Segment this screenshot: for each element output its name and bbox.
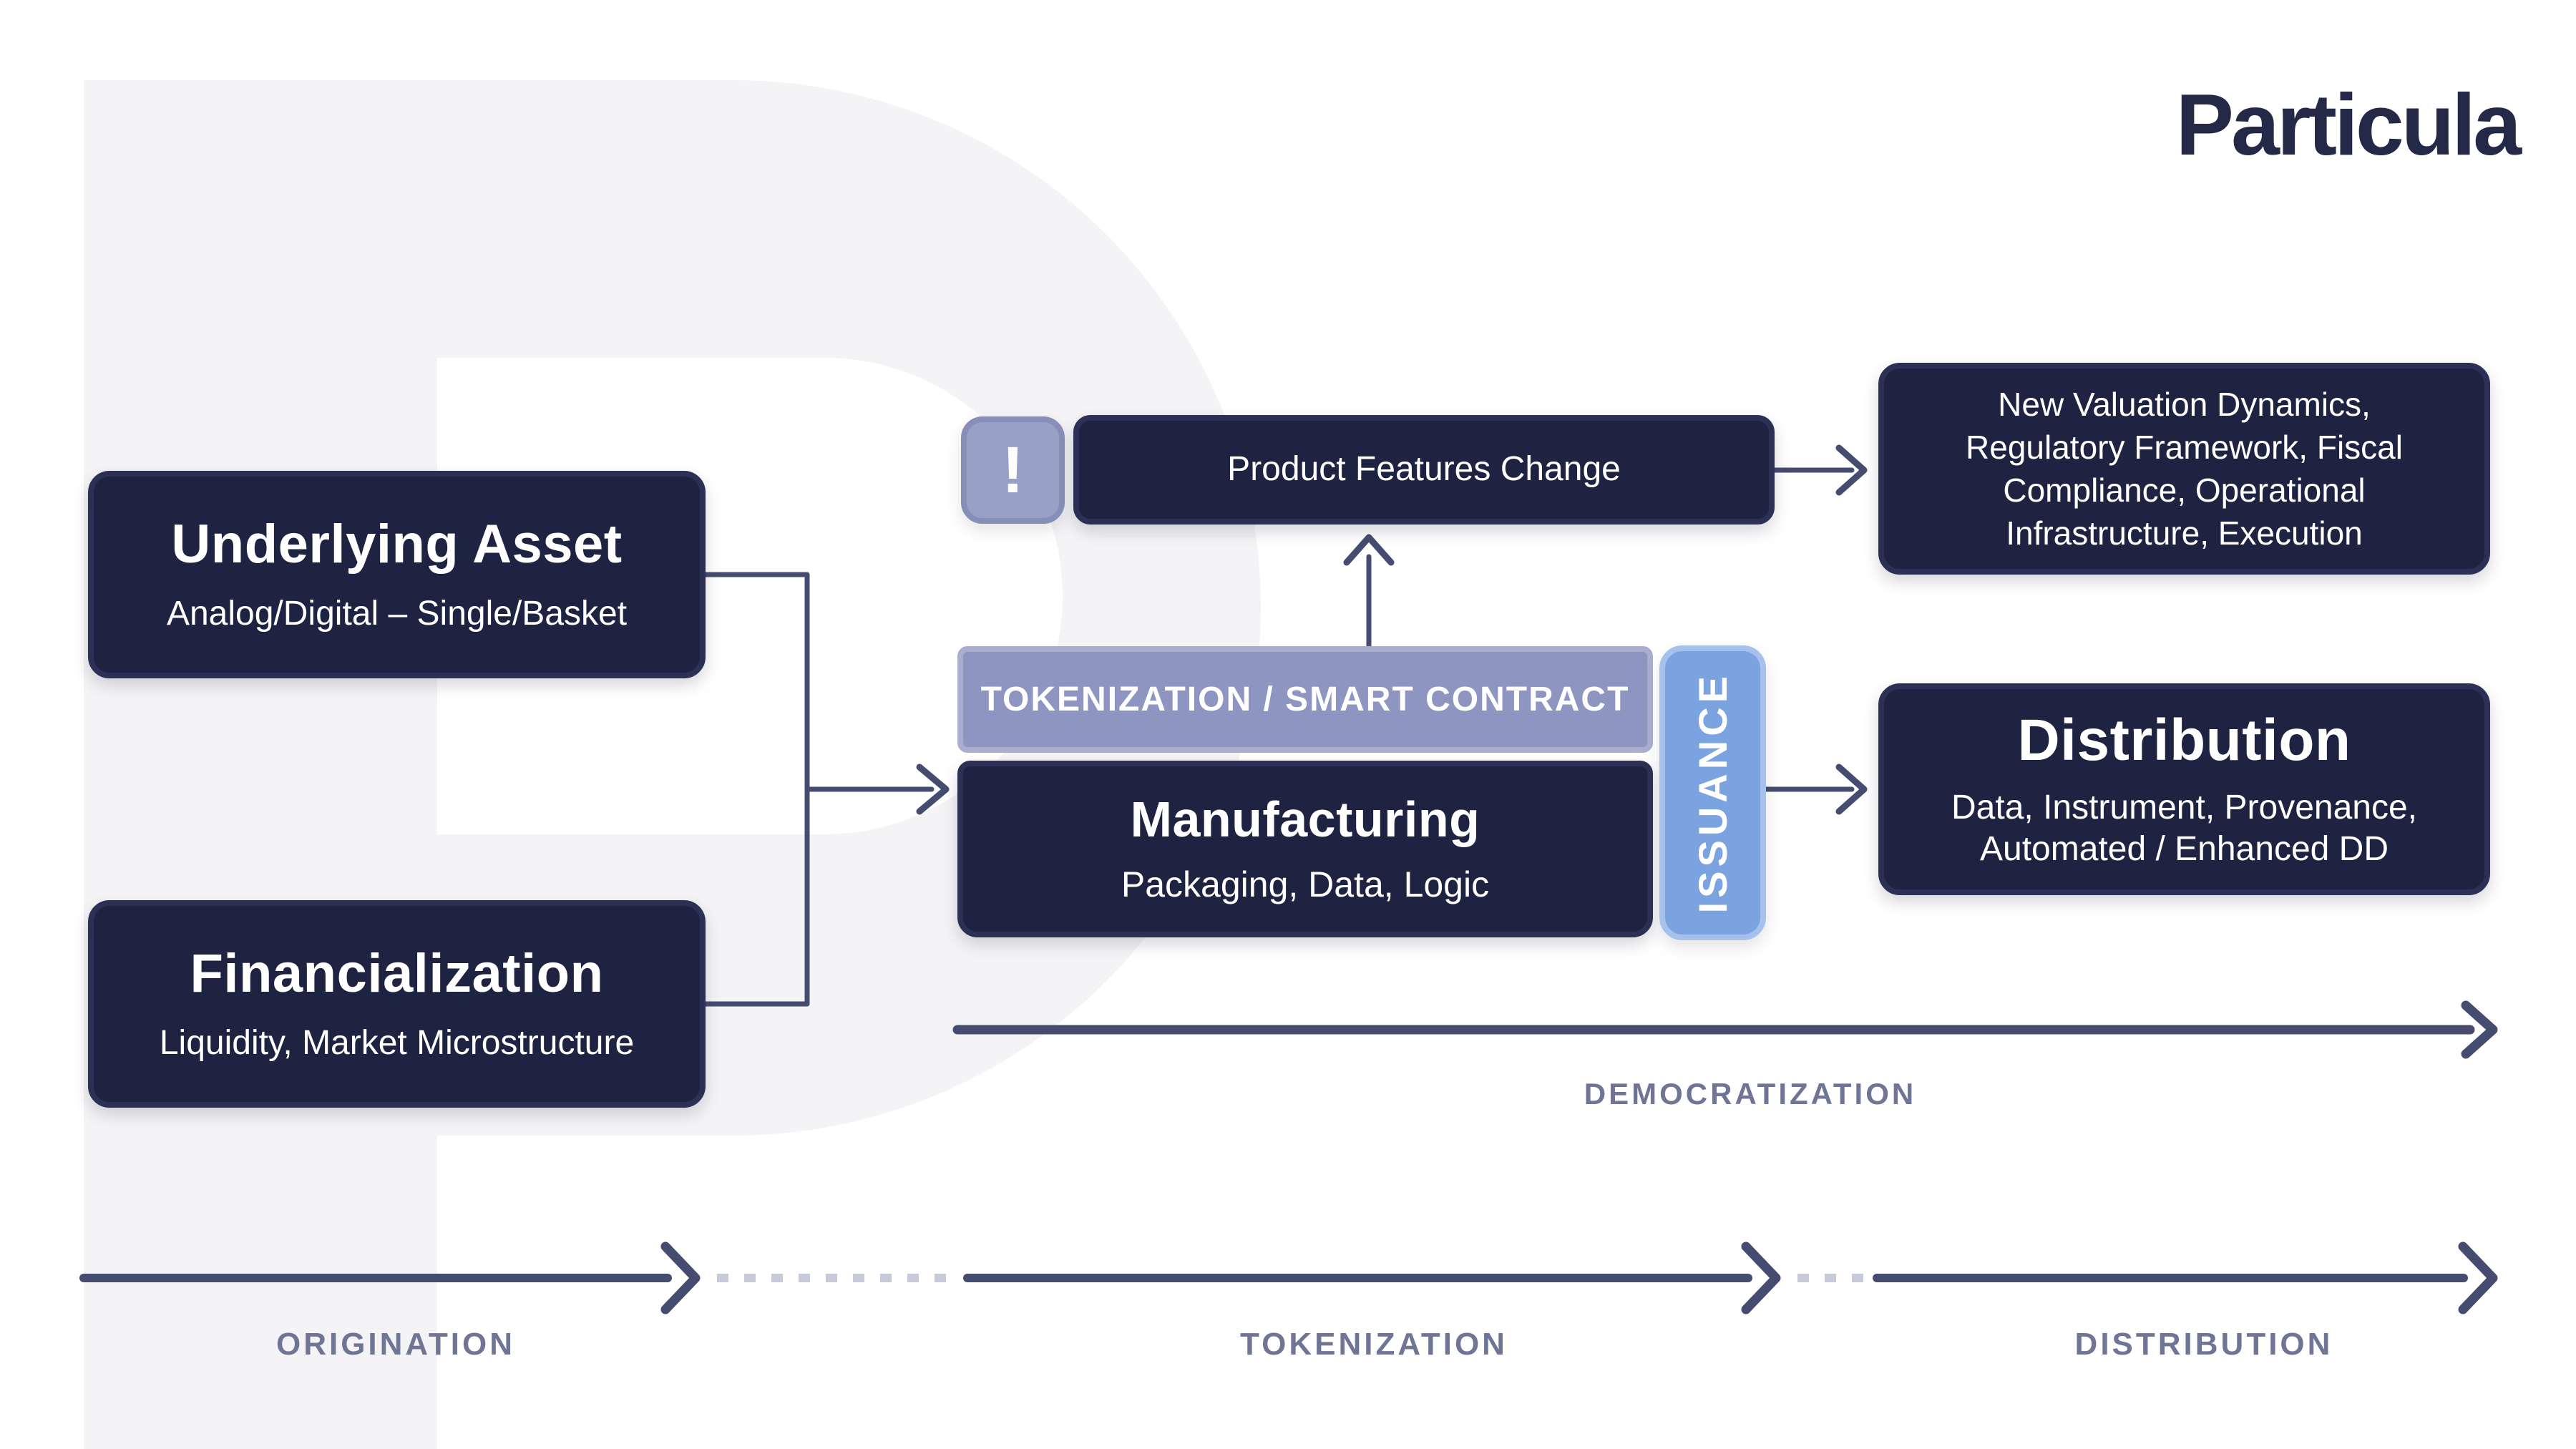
distribution-box: Distribution Data, Instrument, Provenanc…	[1878, 683, 2490, 895]
to-manufacturing-arrowhead-icon	[916, 763, 950, 815]
product-features-change-label: Product Features Change	[1227, 450, 1621, 489]
merge-connector-line	[703, 572, 810, 1007]
manufacturing-box: Manufacturing Packaging, Data, Logic	[957, 761, 1653, 937]
democratization-label: DEMOCRATIZATION	[1584, 1077, 1917, 1111]
underlying-asset-box: Underlying Asset Analog/Digital – Single…	[88, 471, 706, 678]
distribution-subtitle-line: Data, Instrument, Provenance,	[1951, 789, 2417, 827]
manufacturing-title: Manufacturing	[1130, 791, 1480, 847]
tokenization-label: TOKENIZATION	[1240, 1327, 1508, 1362]
new-valuation-line: Regulatory Framework, Fiscal	[1966, 429, 2403, 466]
background-letter-p-stem	[84, 1131, 437, 1449]
new-valuation-line: New Valuation Dynamics,	[1998, 386, 2371, 423]
timeline-tokenization-arrowhead-icon	[1741, 1241, 1781, 1314]
issuance-label: ISSUANCE	[1690, 672, 1735, 914]
financialization-title: Financialization	[190, 942, 604, 1004]
financialization-subtitle: Liquidity, Market Microstructure	[159, 1023, 635, 1062]
tokenization-smart-contract-label: TOKENIZATION / SMART CONTRACT	[980, 680, 1630, 718]
alert-icon: !	[961, 416, 1065, 524]
new-valuation-box: New Valuation Dynamics, Regulatory Frame…	[1878, 363, 2490, 575]
new-valuation-line: Compliance, Operational	[2003, 472, 2366, 509]
to-new-valuation-arrowhead-icon	[1835, 444, 1868, 496]
issuance-tab: ISSUANCE	[1659, 645, 1766, 940]
underlying-asset-title: Underlying Asset	[171, 513, 623, 575]
distribution-subtitle-line: Automated / Enhanced DD	[1979, 830, 2389, 869]
distribution-title: Distribution	[2017, 707, 2351, 773]
to-distribution-arrowhead-icon	[1835, 763, 1868, 815]
underlying-asset-subtitle: Analog/Digital – Single/Basket	[166, 594, 628, 633]
timeline-distribution-arrowhead-icon	[2458, 1241, 2498, 1314]
to-product-features-arrowhead-icon	[1343, 534, 1395, 566]
distribution-stage-label: DISTRIBUTION	[2074, 1327, 2333, 1362]
manufacturing-subtitle: Packaging, Data, Logic	[1121, 864, 1490, 904]
origination-label: ORIGINATION	[275, 1327, 516, 1362]
brand-logo: Particula	[2175, 76, 2522, 173]
product-features-change-box: Product Features Change	[1073, 415, 1775, 525]
democratization-arrowhead-icon	[2461, 1000, 2498, 1059]
alert-exclamation-glyph: !	[1002, 433, 1024, 507]
new-valuation-line: Infrastructure, Execution	[2006, 514, 2363, 552]
timeline-origination-arrowhead-icon	[660, 1241, 701, 1314]
tokenization-smart-contract-header: TOKENIZATION / SMART CONTRACT	[957, 646, 1653, 753]
financialization-box: Financialization Liquidity, Market Micro…	[88, 900, 706, 1108]
